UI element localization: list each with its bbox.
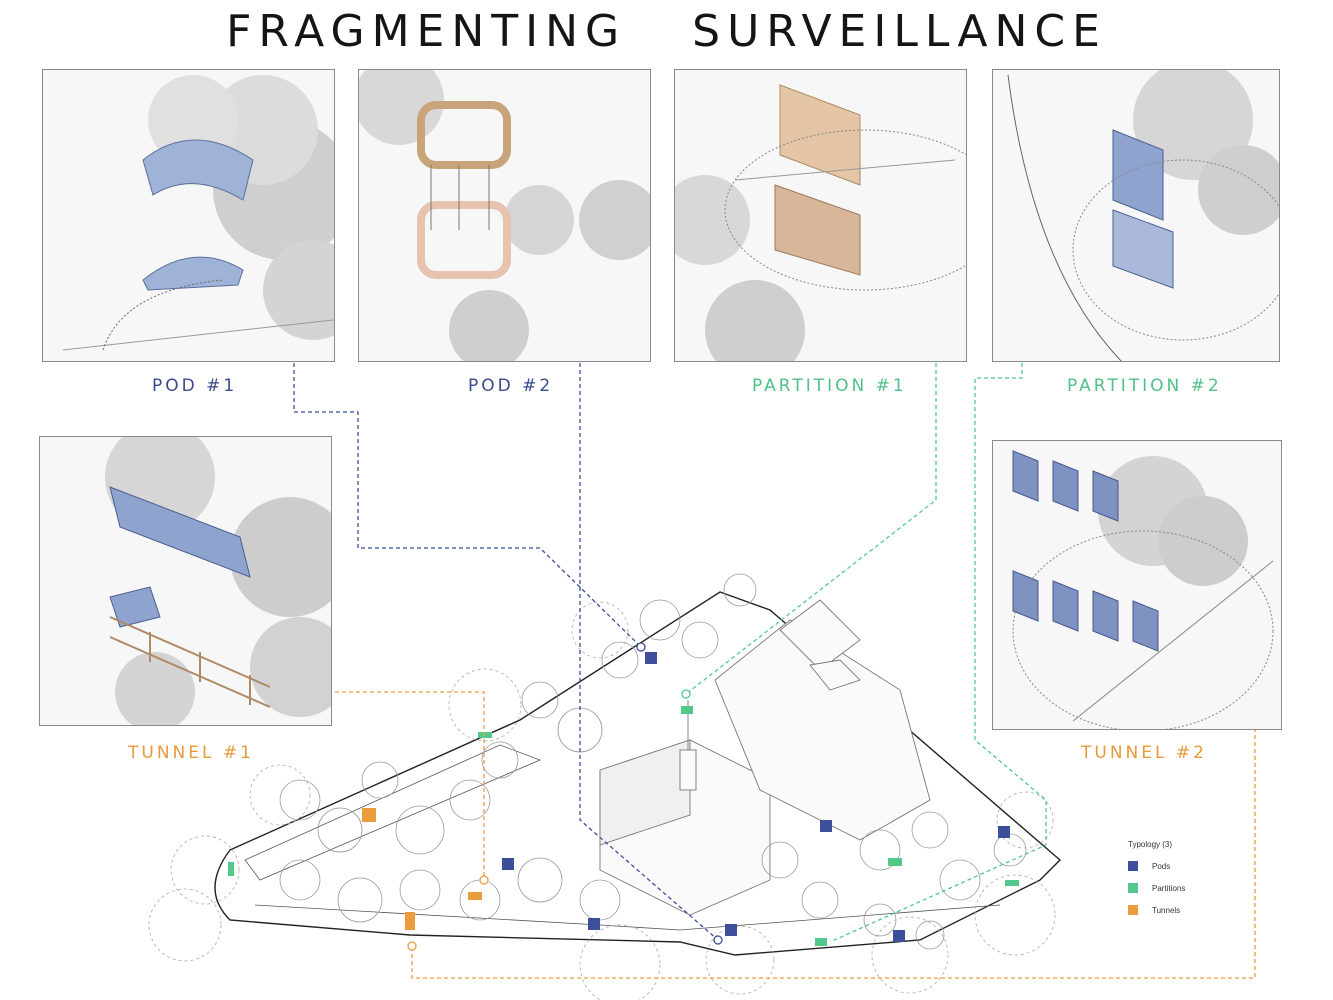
legend-swatch-tunnels [1128, 905, 1138, 915]
legend-item-pods: Pods [1128, 861, 1185, 871]
tunnel1-label: TUNNEL #1 [128, 743, 254, 763]
partition2-label: PARTITION #2 [1067, 376, 1222, 396]
title-word-fragmenting: FRAGMENTING [226, 6, 627, 57]
courthouse-building [714, 599, 931, 841]
tunnel1-render-panel [39, 436, 332, 726]
leader-tunnel2 [411, 714, 1256, 979]
typology-legend: Typology (3) Pods Partitions Tunnels [1128, 840, 1185, 915]
range-circles [148, 601, 1056, 1000]
legend-title: Typology (3) [1128, 840, 1173, 849]
city-hall-building [599, 700, 771, 916]
inner-path-2 [254, 904, 1001, 931]
page-title: FRAGMENTING SURVEILLANCE [0, 6, 1333, 57]
park-boundary [214, 591, 1062, 956]
partition-markers [228, 706, 1019, 946]
partition1-label: PARTITION #1 [752, 376, 907, 396]
title-word-surveillance: SURVEILLANCE [692, 6, 1107, 57]
leader-pod1 [293, 342, 641, 647]
partition2-render-panel [992, 69, 1280, 362]
leader-partition1 [685, 342, 937, 695]
legend-label-tunnels: Tunnels [1152, 905, 1181, 915]
leader-tunnel1 [300, 691, 485, 880]
tunnel2-render-panel [992, 440, 1282, 730]
legend-swatch-pods [1128, 861, 1138, 871]
leader-pod2 [579, 342, 719, 941]
legend-label-partitions: Partitions [1152, 883, 1186, 893]
leader-partition2 [829, 342, 1047, 943]
pod1-render-panel [42, 69, 335, 362]
tunnel-markers [362, 808, 482, 930]
pod2-render-panel [358, 69, 651, 362]
trees [279, 573, 1027, 950]
partition1-render-panel [674, 69, 967, 362]
legend-swatch-partitions [1128, 883, 1138, 893]
legend-item-partitions: Partitions [1128, 883, 1185, 893]
inner-path [244, 744, 542, 881]
legend-label-pods: Pods [1152, 861, 1171, 871]
pod2-label: POD #2 [468, 376, 554, 396]
pod-markers [502, 652, 1010, 942]
tunnel2-label: TUNNEL #2 [1081, 743, 1207, 763]
legend-item-tunnels: Tunnels [1128, 905, 1185, 915]
pod1-label: POD #1 [152, 376, 238, 396]
